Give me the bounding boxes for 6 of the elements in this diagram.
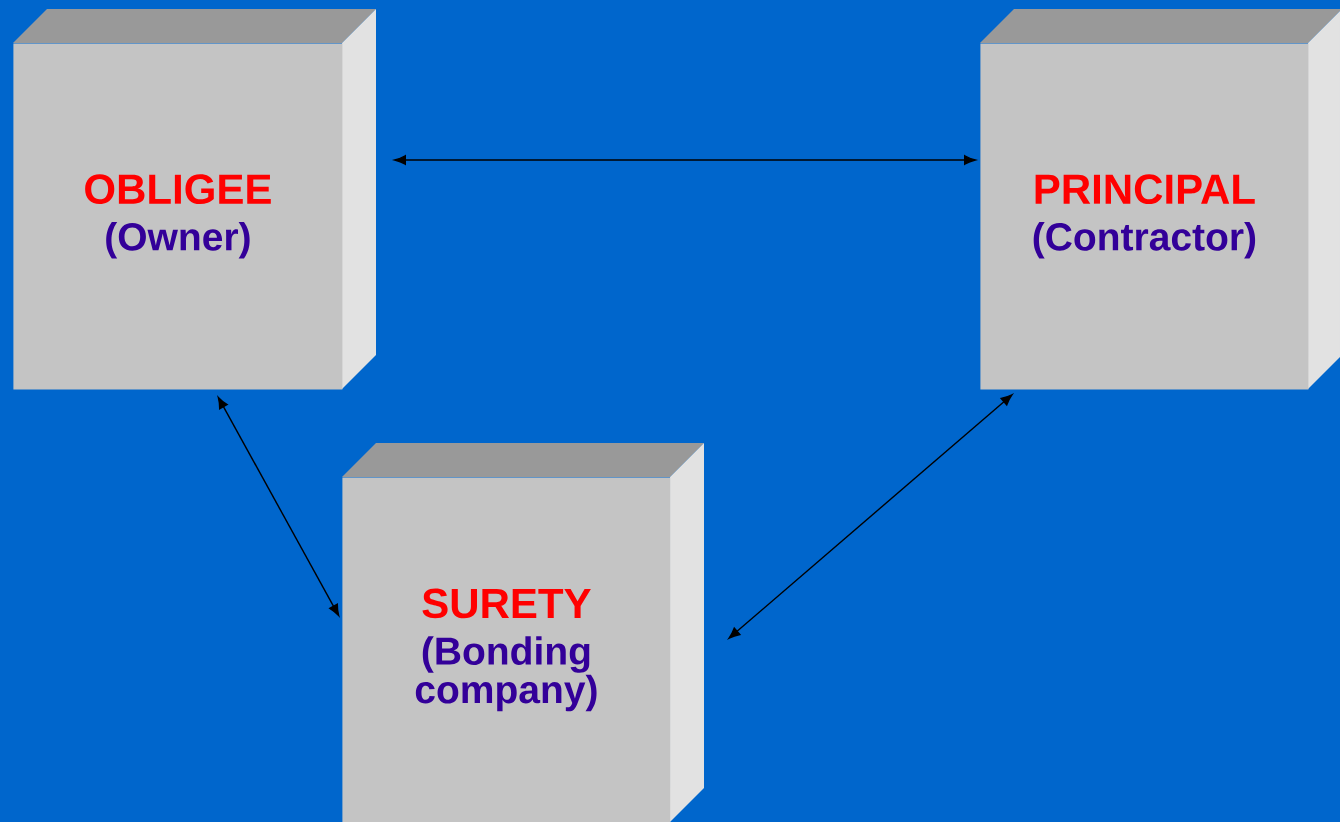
double-arrow (394, 155, 976, 165)
double-arrow (728, 394, 1013, 639)
cube-box: PRINCIPAL (Contractor) (980, 9, 1340, 390)
double-arrow (217, 396, 340, 617)
cube-box: SURETY (Bonding company) (342, 443, 704, 822)
cube-box: OBLIGEE (Owner) (13, 9, 376, 390)
